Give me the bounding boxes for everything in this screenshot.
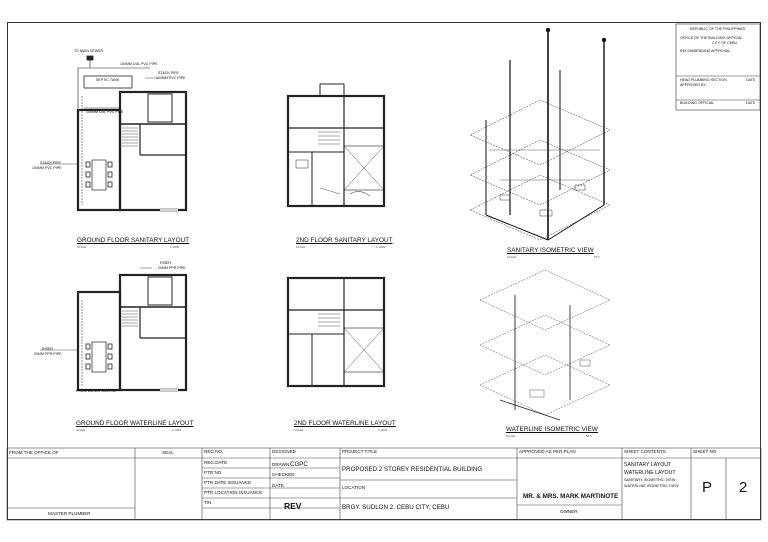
second-waterline-scale-left: SCALE xyxy=(294,428,304,432)
project-title-label: PROJECT TITLE xyxy=(342,449,378,454)
drawn-label: DRAWN xyxy=(272,462,290,467)
reg-date-label: REG.DATE xyxy=(204,460,228,465)
gf-sanitary-title: GROUND FLOOR SANITARY LAYOUT xyxy=(77,237,190,244)
waterline-iso-scale-left: SCALE xyxy=(506,434,516,438)
owner-label: OWNER xyxy=(560,509,578,514)
content-waterline-iso: WATERLINE ISOMETRIC VIEW xyxy=(624,484,679,488)
second-waterline-title: 2ND FLOOR WATERLINE LAYOUT xyxy=(294,420,396,427)
date1-text: DATE xyxy=(746,78,756,82)
drawn-value: CGPC xyxy=(290,461,308,468)
date2-text: DATE xyxy=(746,101,756,105)
riser-left-label: RISER xyxy=(42,347,53,351)
republic-text: REPUBLIC OF THE PHILIPPINES xyxy=(690,27,746,31)
date-label: DATE xyxy=(272,483,284,488)
authority-box xyxy=(675,23,761,111)
waterline-iso-title: WATERLINE ISOMETRIC VIEW xyxy=(506,426,598,433)
pvc-left-label: 100MM PVC PIPE xyxy=(32,166,62,170)
tin-label: TIN xyxy=(204,500,212,505)
second-waterline-plan xyxy=(286,276,386,388)
content-sanitary-layout: SANITARY LAYOUT xyxy=(624,462,672,468)
master-plumber-label: MASTER PLUMBER xyxy=(48,511,91,516)
gf-sanitary-scale-right: 1:100M xyxy=(170,245,180,249)
sanitary-isometric xyxy=(469,27,611,241)
sheet-number: 2 xyxy=(739,479,748,496)
from-office-label: FROM THE OFFICE OF xyxy=(9,450,59,455)
ptr-no-label: PTR NO. xyxy=(204,470,223,475)
content-sanitary-iso: SANITARY ISOMETRIC VIEW xyxy=(624,478,676,482)
pvc-pipe-label: 100MM DIA. PVC PIPE xyxy=(120,62,158,66)
side-pipe-label: 100MM DIA. PVC PIPE xyxy=(86,110,124,114)
checked-label: CHECKED xyxy=(272,472,295,477)
waterline-iso-scale-right: NTS xyxy=(586,434,592,438)
sheet-letter: P xyxy=(702,479,713,496)
recommending-text: RECOMMENDING APPROVAL: xyxy=(680,49,732,53)
title-block-lines xyxy=(6,447,762,521)
project-title-value: PROPOSED 2 STOREY RESIDENTIAL BUILDING xyxy=(342,466,483,473)
ppr-left-label: 20MM PPR PIPE xyxy=(34,352,62,356)
approved-as-per-plan-label: APPROVED AS PER PLAN xyxy=(519,449,576,454)
gf-waterline-plan xyxy=(40,267,188,392)
second-sanitary-plan xyxy=(286,83,386,208)
second-waterline-scale-right: 1:100M xyxy=(378,428,388,432)
sheet-no-label: SHEET NO. xyxy=(693,449,718,454)
approved-by-text: APPROVED BY: xyxy=(680,83,707,87)
ptr-date-label: PTR DATE ISSUANCE xyxy=(204,480,252,485)
pvc-100-label: 100MM PVC PIPE xyxy=(156,76,186,80)
gf-waterline-title: GROUND FLOOR WATERLINE LAYOUT xyxy=(76,420,194,427)
section-chief-text: HEAD PLUMBING SECTION xyxy=(680,78,727,82)
waterline-isometric xyxy=(479,269,611,421)
owner-name: MR. & MRS. MARK MARTINOTE xyxy=(523,493,619,500)
gf-sanitary-plan xyxy=(40,55,188,212)
to-main-sewer-label: TO MAIN SEWER xyxy=(74,49,104,53)
location-label: LOCATION xyxy=(342,485,366,490)
sanitary-iso-title: SANITARY ISOMETRIC VIEW xyxy=(507,247,594,254)
sanitary-iso-scale-left: SCALE xyxy=(507,255,517,259)
location-value: BRGY. SUDLON 2, CEBU CITY, CEBU xyxy=(342,504,450,511)
gf-sanitary-scale-left: SCALE xyxy=(77,245,87,249)
gf-waterline-scale-right: 1:100M xyxy=(172,428,182,432)
city-text: CITY OF CEBU xyxy=(712,41,738,45)
gf-waterline-scale-left: SCALE xyxy=(76,428,86,432)
office-text: OFFICE OF THE BUILDING OFFICIAL xyxy=(680,36,743,40)
seal-label: SEAL xyxy=(162,450,174,455)
sheet-frame xyxy=(7,22,761,520)
second-sanitary-scale-left: SCALE xyxy=(296,245,306,249)
content-waterline-layout: WATERLINE LAYOUT xyxy=(624,470,676,476)
rev-label: REV xyxy=(284,501,302,511)
reg-no-label: REG.NO. xyxy=(204,449,224,454)
sanitary-iso-scale-right: NTS xyxy=(594,255,600,259)
building-official-text: BUILDING OFFICIAL xyxy=(680,101,715,105)
septic-tank-label: SEPTIC TANK xyxy=(96,78,120,82)
designed-label: DESIGNED xyxy=(272,449,296,454)
second-sanitary-title: 2ND FLOOR SANITARY LAYOUT xyxy=(296,237,393,244)
ptr-location-label: PTR LOCATION ISSUANCE xyxy=(204,490,263,495)
ppr-20-label: 20MM PPR PIPE xyxy=(158,266,186,270)
from-water-source-label: FROM WATER SOURCE xyxy=(76,389,117,393)
stack-pipe-label: STACK PIPE xyxy=(158,71,179,75)
sheet-contents-label: SHEET CONTENTS xyxy=(624,449,666,454)
stack-pipe-left-label: STACK PIPE xyxy=(40,161,61,165)
second-sanitary-scale-right: 1:100M xyxy=(376,245,386,249)
riser-top-label: RISER xyxy=(160,261,171,265)
